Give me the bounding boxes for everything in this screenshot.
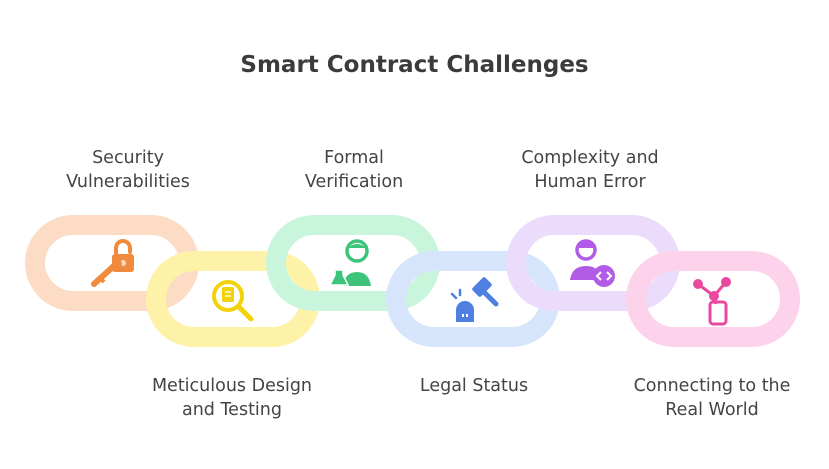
magnifier-document-icon bbox=[212, 280, 254, 322]
unlocked-padlock-key-icon bbox=[91, 239, 134, 287]
device-network-icon bbox=[693, 277, 731, 326]
label-connecting-real-world: Connecting to the Real World bbox=[633, 376, 791, 420]
diagram-title: Smart Contract Challenges bbox=[240, 52, 589, 78]
label-legal-status: Legal Status bbox=[419, 376, 529, 396]
label-formal-verification: Formal Verification bbox=[304, 148, 404, 192]
person-code-icon bbox=[570, 239, 615, 287]
label-security-vulnerabilities: Security Vulnerabilities bbox=[66, 148, 190, 192]
label-meticulous-design: Meticulous Design and Testing bbox=[151, 376, 313, 420]
gavel-alert-icon bbox=[450, 277, 499, 322]
scientist-flask-icon bbox=[328, 239, 371, 286]
label-complexity-human-error: Complexity and Human Error bbox=[521, 148, 659, 192]
